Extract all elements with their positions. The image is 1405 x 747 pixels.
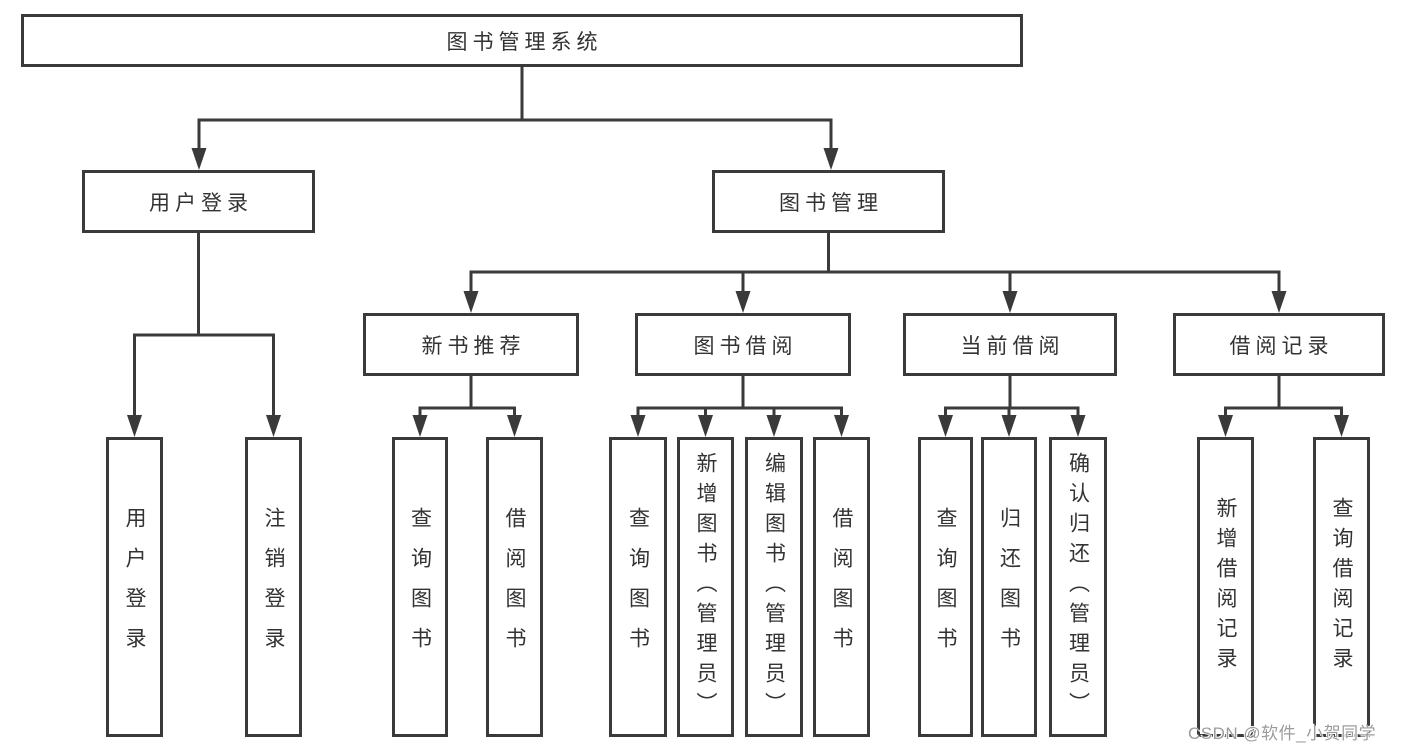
leaf-user-login-label: 用户登录 [123,507,146,667]
node-new-book-recommend-label: 新书推荐 [421,334,526,358]
csdn-watermark: CSDN @软件_小贺同学 [1188,724,1377,743]
node-book-management: 图书管理 [712,170,945,233]
leaf-query-books-recommend: 查询图书 [392,437,448,737]
node-borrow-records: 借阅记录 [1173,313,1385,376]
leaf-confirm-return-admin: 确认归还（管理员） [1049,437,1107,737]
leaf-borrow-books-label: 借阅图书 [830,507,853,667]
node-root-label: 图书管理系统 [446,30,603,54]
connector-book-management-to-level3 [463,233,1287,313]
leaf-query-books-borrow: 查询图书 [609,437,667,737]
node-book-management-label: 图书管理 [779,191,883,215]
leaf-confirm-return-admin-label: 确认归还（管理员） [1066,452,1090,722]
connector-borrow-records-to-leaves [1218,376,1349,437]
leaf-return-books: 归还图书 [981,437,1037,737]
node-borrow-records-label: 借阅记录 [1229,334,1334,358]
leaf-logout-label: 注销登录 [262,507,285,667]
leaf-user-login: 用户登录 [106,437,163,737]
connector-new-books-to-leaves [412,376,522,437]
leaf-query-books-current-label: 查询图书 [934,507,957,667]
leaf-borrow-books: 借阅图书 [813,437,870,737]
leaf-add-book-admin-label: 新增图书（管理员） [694,452,717,722]
leaf-query-books-borrow-label: 查询图书 [626,507,650,667]
leaf-logout: 注销登录 [245,437,302,737]
leaf-add-borrow-record: 新增借阅记录 [1197,437,1254,737]
leaf-query-books-current: 查询图书 [918,437,973,737]
connector-root-to-level2 [191,67,839,170]
leaf-query-borrow-record: 查询借阅记录 [1313,437,1370,737]
node-book-borrow-label: 图书借阅 [693,334,798,358]
leaf-query-borrow-record-label: 查询借阅记录 [1330,497,1353,677]
leaf-edit-book-admin-label: 编辑图书（管理员） [762,452,786,722]
node-root: 图书管理系统 [21,14,1023,67]
node-user-login: 用户登录 [82,170,315,233]
node-user-login-label: 用户登录 [149,191,253,215]
leaf-add-borrow-record-label: 新增借阅记录 [1214,497,1237,677]
connector-current-borrow-to-leaves [938,376,1086,437]
node-current-borrow: 当前借阅 [903,313,1117,376]
leaf-borrow-books-recommend-label: 借阅图书 [503,507,526,667]
leaf-add-book-admin: 新增图书（管理员） [677,437,734,737]
connector-user-login-to-leaves [127,233,281,437]
leaf-borrow-books-recommend: 借阅图书 [486,437,543,737]
leaf-query-books-recommend-label: 查询图书 [408,507,432,667]
node-book-borrow: 图书借阅 [635,313,851,376]
connector-book-borrow-to-leaves [630,376,849,437]
leaf-return-books-label: 归还图书 [997,507,1021,667]
node-new-book-recommend: 新书推荐 [363,313,579,376]
node-current-borrow-label: 当前借阅 [960,334,1065,358]
leaf-edit-book-admin: 编辑图书（管理员） [745,437,803,737]
